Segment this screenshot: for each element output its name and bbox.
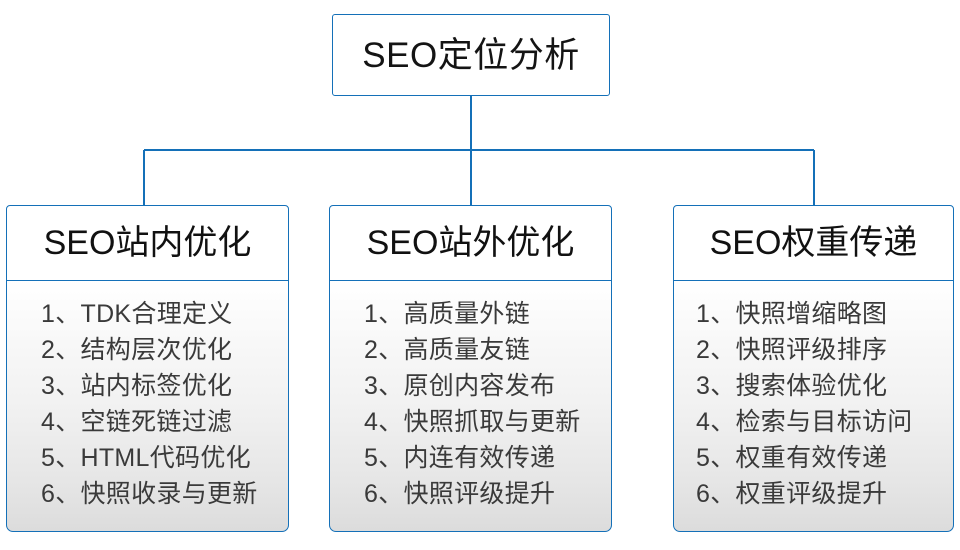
list-item: 1、TDK合理定义	[41, 300, 233, 329]
list-item: 1、高质量外链	[364, 300, 531, 329]
branch-header-3[interactable]: SEO权重传递	[673, 205, 954, 281]
branch-item-list-3: 1、快照增缩略图 2、快照评级排序 3、搜索体验优化 4、检索与目标访问 5、权…	[674, 296, 953, 512]
list-item: 5、权重有效传递	[696, 444, 888, 473]
list-item: 2、结构层次优化	[41, 336, 233, 365]
branch-item-list-2: 1、高质量外链 2、高质量友链 3、原创内容发布 4、快照抓取与更新 5、内连有…	[330, 296, 611, 512]
list-item: 5、HTML代码优化	[41, 444, 251, 473]
branch-header-label-1: SEO站内优化	[43, 224, 252, 262]
list-item: 2、高质量友链	[364, 336, 531, 365]
branch-column-1[interactable]: SEO站内优化 1、TDK合理定义 2、结构层次优化 3、站内标签优化 4、空链…	[6, 205, 289, 533]
list-item: 6、快照收录与更新	[41, 480, 258, 509]
branch-body-3: 1、快照增缩略图 2、快照评级排序 3、搜索体验优化 4、检索与目标访问 5、权…	[673, 279, 954, 533]
list-item: 3、搜索体验优化	[696, 372, 888, 401]
list-item: 4、检索与目标访问	[696, 408, 913, 437]
branch-header-2[interactable]: SEO站外优化	[329, 205, 612, 281]
branch-item-list-1: 1、TDK合理定义 2、结构层次优化 3、站内标签优化 4、空链死链过滤 5、H…	[7, 296, 288, 512]
list-item: 5、内连有效传递	[364, 444, 556, 473]
list-item: 3、原创内容发布	[364, 372, 556, 401]
branch-column-2[interactable]: SEO站外优化 1、高质量外链 2、高质量友链 3、原创内容发布 4、快照抓取与…	[329, 205, 612, 533]
list-item: 4、空链死链过滤	[41, 408, 233, 437]
list-item: 4、快照抓取与更新	[364, 408, 581, 437]
root-node-label: SEO定位分析	[362, 35, 580, 75]
branch-header-label-2: SEO站外优化	[366, 224, 575, 262]
list-item: 6、快照评级提升	[364, 480, 556, 509]
list-item: 6、权重评级提升	[696, 480, 888, 509]
branch-body-2: 1、高质量外链 2、高质量友链 3、原创内容发布 4、快照抓取与更新 5、内连有…	[329, 279, 612, 533]
list-item: 3、站内标签优化	[41, 372, 233, 401]
branch-body-1: 1、TDK合理定义 2、结构层次优化 3、站内标签优化 4、空链死链过滤 5、H…	[6, 279, 289, 533]
branch-header-1[interactable]: SEO站内优化	[6, 205, 289, 281]
list-item: 1、快照增缩略图	[696, 300, 888, 329]
branch-column-3[interactable]: SEO权重传递 1、快照增缩略图 2、快照评级排序 3、搜索体验优化 4、检索与…	[673, 205, 954, 533]
list-item: 2、快照评级排序	[696, 336, 888, 365]
branch-header-label-3: SEO权重传递	[709, 224, 918, 262]
root-node[interactable]: SEO定位分析	[332, 14, 610, 96]
